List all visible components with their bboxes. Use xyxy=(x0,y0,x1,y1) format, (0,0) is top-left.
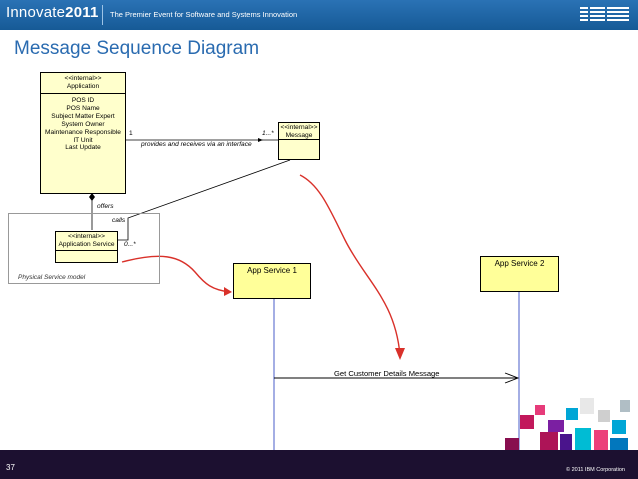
app-service-name: Application Service xyxy=(58,240,115,248)
page-number: 37 xyxy=(6,463,15,472)
copyright: © 2011 IBM Corporation xyxy=(566,467,625,473)
multiplicity-one: 1 xyxy=(129,130,133,137)
header-bar: Innovate2011 The Premier Event for Softw… xyxy=(0,0,638,30)
physical-service-model-frame xyxy=(8,213,160,284)
application-class: <<internal>> Application POS ID POS Name… xyxy=(40,72,126,194)
calls-multiplicity: 0...* xyxy=(124,241,136,248)
lifeline-app-service-2-label: App Service 2 xyxy=(494,259,545,268)
attribute-maintenance: Maintenance Responsible xyxy=(45,128,121,136)
physical-service-model-label: Physical Service model xyxy=(18,274,86,281)
application-name: Application xyxy=(66,82,100,90)
attribute-it-unit: IT Unit xyxy=(73,136,93,144)
application-service-class: <<internal>> Application Service xyxy=(55,231,118,263)
lifeline-app-service-2: App Service 2 xyxy=(480,256,559,292)
lifeline-app-service-1-label: App Service 1 xyxy=(247,266,297,275)
application-attributes: POS ID POS Name Subject Matter Expert Sy… xyxy=(41,94,125,152)
brand-year: 2011 xyxy=(65,4,99,21)
sequence-message-arrowhead xyxy=(504,372,520,384)
red-arrowhead-2 xyxy=(395,348,405,360)
attribute-pos-id: POS ID xyxy=(71,97,95,104)
red-arrow-to-app-service-1 xyxy=(121,255,231,293)
calls-association-line xyxy=(118,159,291,241)
lifeline-app-service-1: App Service 1 xyxy=(233,263,311,299)
attribute-last-update: Last Update xyxy=(65,144,101,152)
calls-label: calls xyxy=(112,217,126,224)
red-arrow-to-message xyxy=(299,174,401,356)
provides-arrowhead xyxy=(258,138,263,142)
message-stereotype: <<internal>> xyxy=(280,124,318,131)
sequence-message-label: Get Customer Details Message xyxy=(334,369,440,378)
multiplicity-many: 1...* xyxy=(262,130,274,137)
ibm-logo xyxy=(580,7,629,21)
app-service-stereotype: <<internal>> xyxy=(67,233,106,240)
application-stereotype: <<internal>> xyxy=(64,75,102,82)
offers-label: offers xyxy=(97,203,114,210)
red-arrowhead-1 xyxy=(224,287,232,296)
message-name: Message xyxy=(285,131,313,139)
message-class: <<internal>> Message xyxy=(278,122,320,160)
provides-label: provides and receives via an interface xyxy=(141,141,252,148)
brand-divider xyxy=(102,5,103,25)
attribute-pos-name: POS Name xyxy=(66,104,100,112)
attribute-sme: Subject Matter Expert xyxy=(51,112,115,120)
brand-name: Innovate xyxy=(6,4,66,21)
offers-diamond xyxy=(89,193,95,201)
tagline: The Premier Event for Software and Syste… xyxy=(110,10,298,19)
brand-logo: Innovate2011 xyxy=(6,4,99,21)
page-title: Message Sequence Diagram xyxy=(14,38,260,59)
attribute-system-owner: System Owner xyxy=(61,120,105,128)
